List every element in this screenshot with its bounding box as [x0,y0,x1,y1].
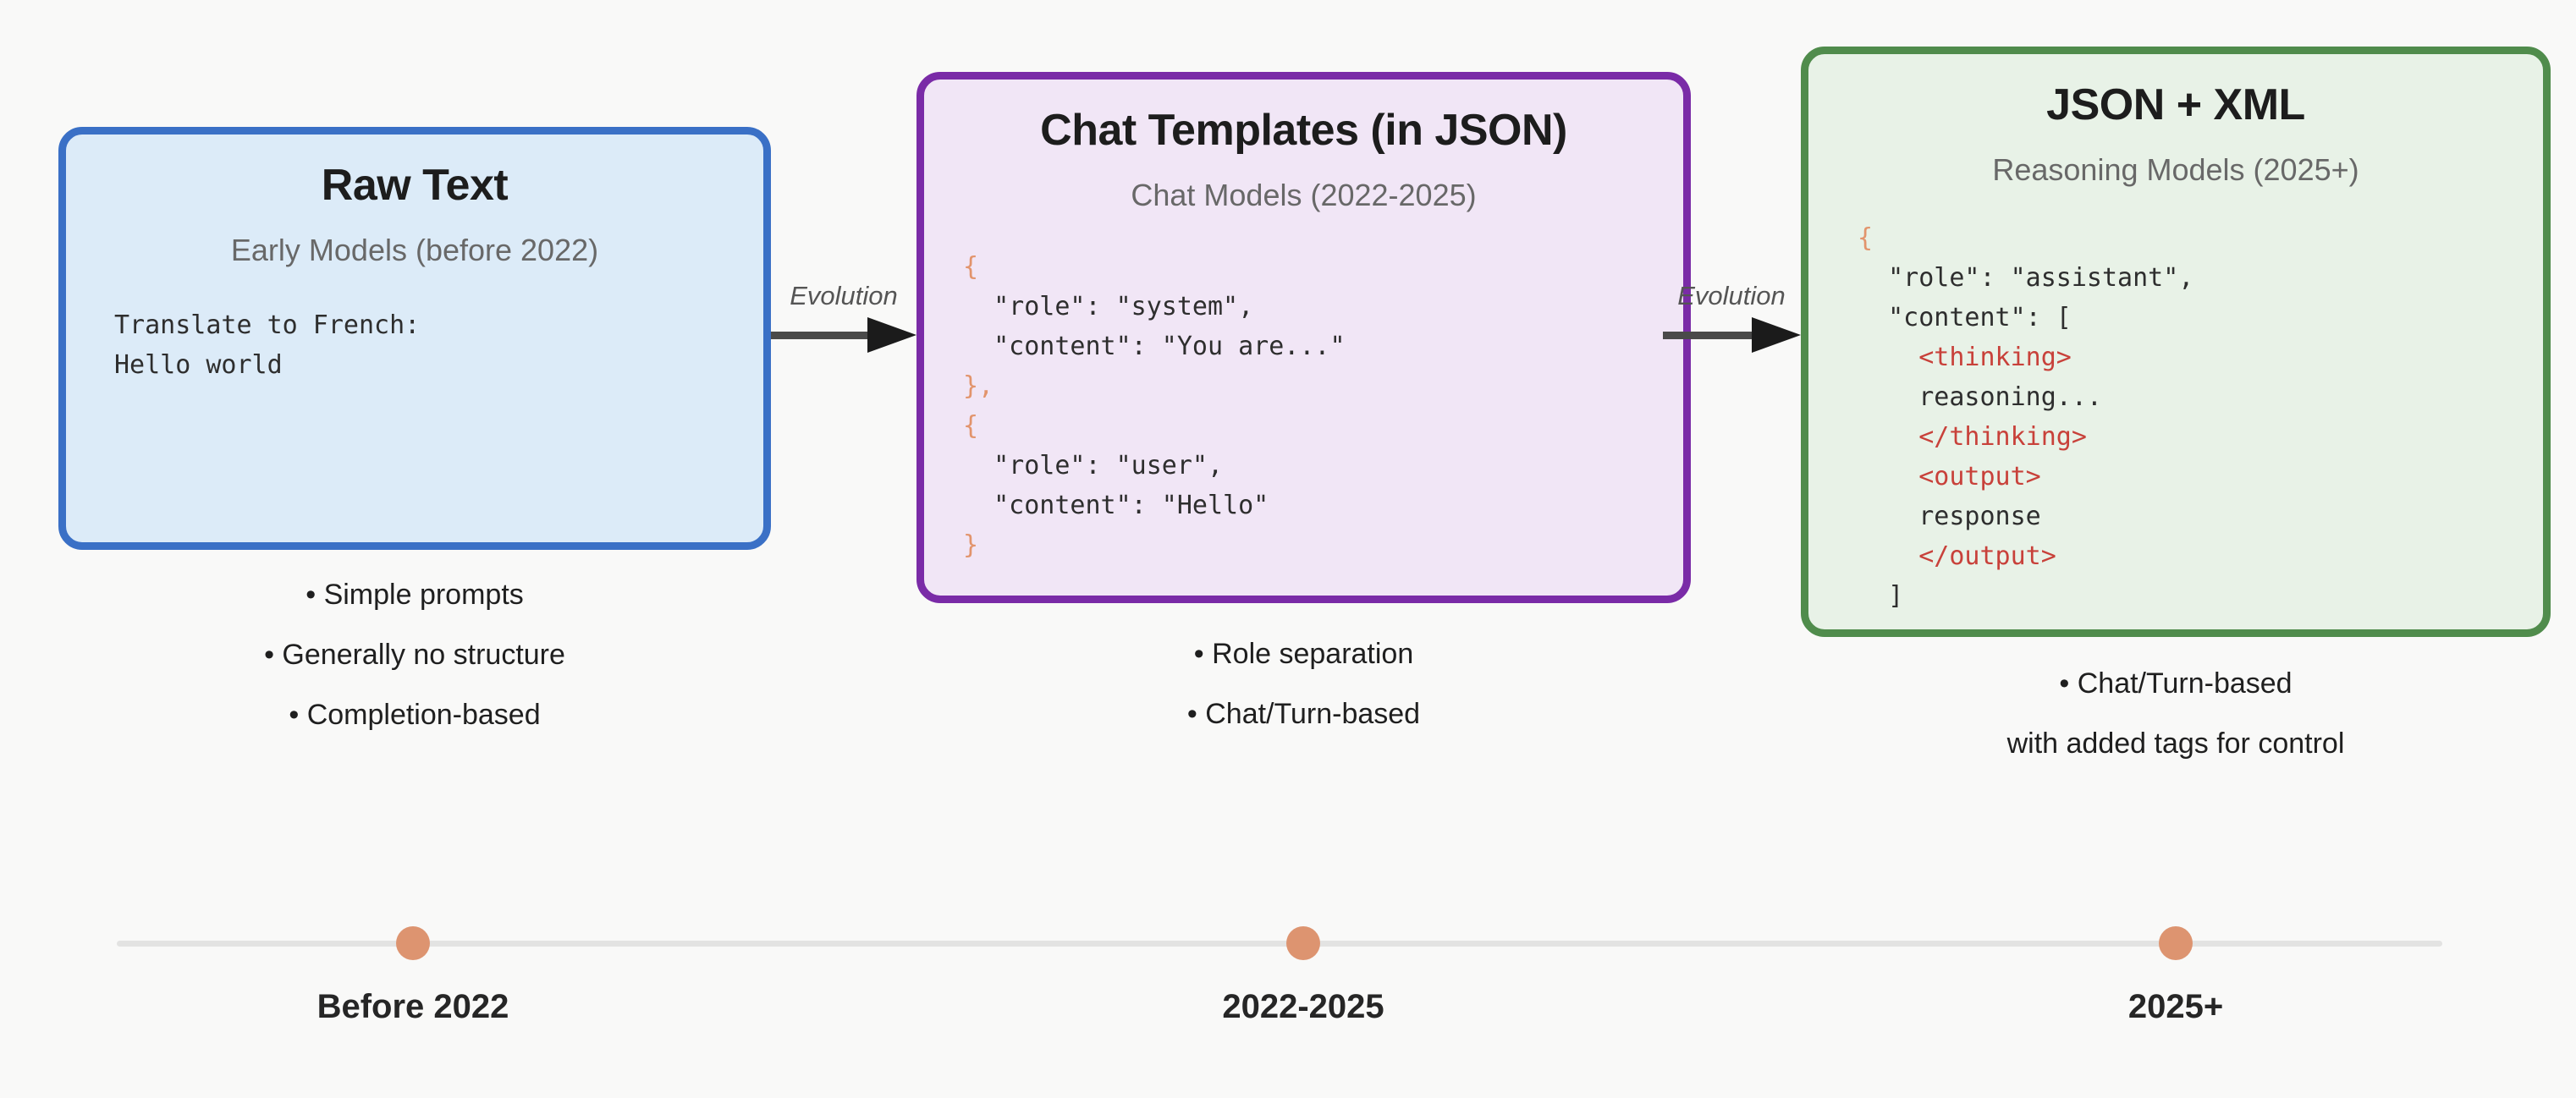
timeline-label: Before 2022 [316,988,509,1025]
code-token-brace: }, [963,371,994,401]
code-token-text: reasoning... [1858,382,2102,412]
code-token-text: "content": "You are..." [963,332,1346,361]
code-token-tag: <thinking> [1918,343,2072,372]
arrow-right-icon [1752,317,1801,353]
timeline-dot-before-2022 [396,926,430,960]
code-token-brace: { [963,411,979,441]
code-block: { "role": "system", "content": "You are.… [924,247,1683,565]
card-title: JSON + XML [2046,80,2305,129]
code-line: }, [963,366,1683,406]
bullet-item: • Chat/Turn-based [1186,698,1421,730]
code-line: Translate to French: [114,305,763,345]
code-token-tag: <output> [1918,462,2041,491]
code-line: </output> [1858,536,2543,576]
card-subtitle: Early Models (before 2022) [230,233,599,267]
code-line: { [963,406,1683,446]
code-line: "content": "Hello" [963,486,1683,525]
evolution-arrow-label: Evolution [790,281,898,310]
code-line: <output> [1858,457,2543,497]
code-line: response [1858,497,2543,536]
evolution-arrow-line [771,332,881,339]
card-subtitle: Reasoning Models (2025+) [1992,152,2359,187]
bullet-note: with added tags for control [2006,727,2345,760]
code-token-text: Hello world [114,350,283,380]
code-line: Hello world [114,345,763,385]
bullet-list-chat-templates: • Role separation • Chat/Turn-based [916,624,1691,744]
code-block: Translate to French: Hello world [66,305,763,385]
timeline-label: 2022-2025 [1222,988,1384,1025]
code-line: "content": "You are..." [963,327,1683,366]
code-token-text: "role": "system", [963,292,1254,321]
code-token-tag: </output> [1918,541,2056,571]
code-line: "role": "system", [963,287,1683,327]
code-token-text: "role": "user", [963,451,1224,480]
code-token-text: Translate to French: [114,310,421,340]
arrow-right-icon [867,317,916,353]
code-line: </thinking> [1858,417,2543,457]
code-line: reasoning... [1858,377,2543,417]
code-block: { "role": "assistant", "content": [ <thi… [1808,218,2543,616]
code-token-brace: { [963,252,979,282]
bullet-list-raw-text: • Simple prompts • Generally no structur… [58,565,771,745]
code-token-brace: } [963,530,979,560]
code-line: "role": "assistant", [1858,258,2543,298]
timeline-line [117,941,2442,947]
code-token-tag: </thinking> [1918,422,2087,452]
timeline-dot-2022-2025 [1286,926,1320,960]
evolution-arrow-line [1663,332,1769,339]
timeline-dot-2025-plus [2159,926,2193,960]
code-token-text [1858,422,1918,452]
evolution-arrow-label: Evolution [1677,281,1786,310]
card-json-xml: JSON + XML Reasoning Models (2025+) { "r… [1801,47,2551,637]
code-line: { [1858,218,2543,258]
card-chat-templates: Chat Templates (in JSON) Chat Models (20… [916,72,1691,603]
code-token-brace: { [1858,223,1874,253]
code-token-text: "role": "assistant", [1858,263,2194,293]
timeline-label: 2025+ [2127,988,2224,1025]
bullet-list-json-xml: • Chat/Turn-based with added tags for co… [1801,654,2551,774]
code-token-text: ] [1858,581,1904,611]
code-token-text [1858,343,1918,372]
code-line: { [963,247,1683,287]
code-line: <thinking> [1858,338,2543,377]
code-line: } [963,525,1683,565]
code-line: "content": [ [1858,298,2543,338]
code-line: ] [1858,576,2543,616]
code-token-text: "content": [ [1858,303,2072,332]
card-title: Raw Text [321,161,509,210]
bullet-item: • Role separation [1193,638,1414,670]
code-token-text [1858,541,1918,571]
code-token-text: "content": "Hello" [963,491,1269,520]
code-line: "role": "user", [963,446,1683,486]
bullet-item: • Chat/Turn-based [2059,667,2293,700]
bullet-item: • Generally no structure [264,639,565,671]
card-title: Chat Templates (in JSON) [1040,106,1567,155]
code-token-text: response [1858,502,2041,531]
bullet-item: • Completion-based [289,699,541,731]
card-subtitle: Chat Models (2022-2025) [1131,178,1477,212]
bullet-item: • Simple prompts [305,579,524,611]
code-token-text [1858,462,1918,491]
card-raw-text: Raw Text Early Models (before 2022) Tran… [58,127,771,550]
